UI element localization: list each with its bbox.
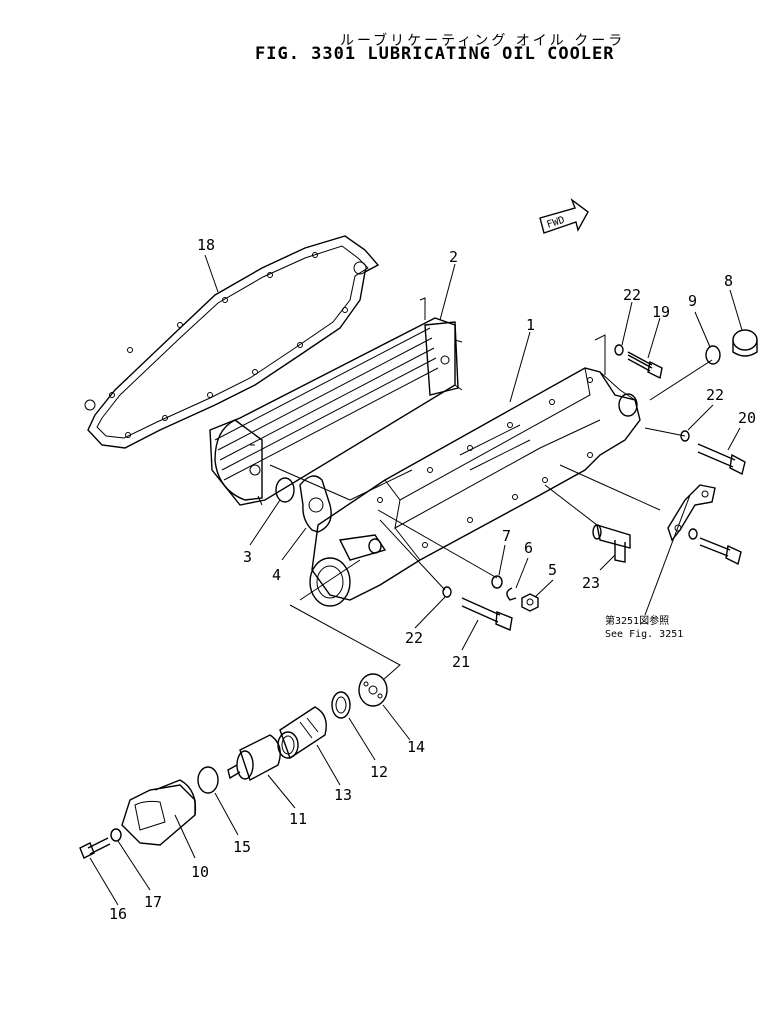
- callout-5: 5: [548, 561, 557, 579]
- washer-part-17: [110, 828, 122, 842]
- reference-note-jp: 第3251図参照: [605, 614, 669, 627]
- callout-18: 18: [197, 236, 215, 254]
- leader-lines: [89, 254, 743, 906]
- callout-22-right: 22: [706, 386, 724, 404]
- callout-20: 20: [738, 409, 756, 427]
- callout-1: 1: [526, 316, 535, 334]
- washer-part-22-b: [680, 430, 690, 442]
- sleeve-part-13: [277, 706, 327, 760]
- plug-part-8: [732, 329, 758, 357]
- gasket-part-18: [84, 235, 380, 449]
- callout-9: 9: [688, 292, 697, 310]
- callout-22-top: 22: [623, 286, 641, 304]
- nut-part-5: [521, 593, 539, 612]
- callout-10: 10: [191, 863, 209, 881]
- callout-23: 23: [582, 574, 600, 592]
- bolt-lower-right: [688, 528, 742, 566]
- callout-3: 3: [243, 548, 252, 566]
- callout-19: 19: [652, 303, 670, 321]
- callout-17: 17: [144, 893, 162, 911]
- plate-part-14: [358, 673, 388, 707]
- bolt-part-21: [461, 597, 513, 631]
- o-ring-part-9: [705, 345, 721, 365]
- callout-15: 15: [233, 838, 251, 856]
- callout-14: 14: [407, 738, 425, 756]
- callout-2: 2: [449, 248, 458, 266]
- cover-part-10: [121, 779, 197, 846]
- ring-part-12: [331, 691, 351, 719]
- washer-part-22-a: [614, 344, 624, 356]
- callout-4: 4: [272, 566, 281, 584]
- valve-part-11: [227, 734, 281, 782]
- bracket-reference: [667, 484, 716, 542]
- callout-21: 21: [452, 653, 470, 671]
- housing-part-1: [309, 367, 641, 607]
- washer-part-6: [506, 587, 517, 601]
- bolt-part-19: [627, 351, 663, 380]
- fwd-arrow: FWD: [539, 198, 589, 234]
- gasket-part-4: [299, 475, 332, 533]
- callout-22-bottom: 22: [405, 629, 423, 647]
- callout-12: 12: [370, 763, 388, 781]
- callout-11: 11: [289, 810, 307, 828]
- reference-note-en: See Fig. 3251: [605, 629, 683, 640]
- cooler-element-part-2: [209, 297, 463, 506]
- o-ring-part-15: [197, 766, 219, 794]
- callout-16: 16: [109, 905, 127, 923]
- bolt-part-16: [79, 837, 111, 859]
- callout-6: 6: [524, 539, 533, 557]
- callout-7: 7: [502, 527, 511, 545]
- callout-13: 13: [334, 786, 352, 804]
- washer-part-7: [491, 575, 503, 589]
- figure-title: FIG. 3301 LUBRICATING OIL COOLER: [255, 44, 615, 64]
- washer-part-22-c: [442, 586, 452, 598]
- callout-8: 8: [724, 272, 733, 290]
- fitting-part-23: [592, 523, 631, 563]
- bolt-part-20: [697, 443, 746, 476]
- title-japanese: ルーブリケーティング オイル クーラ: [340, 33, 626, 49]
- fwd-label: FWD: [546, 215, 567, 231]
- o-ring-part-3: [275, 477, 295, 503]
